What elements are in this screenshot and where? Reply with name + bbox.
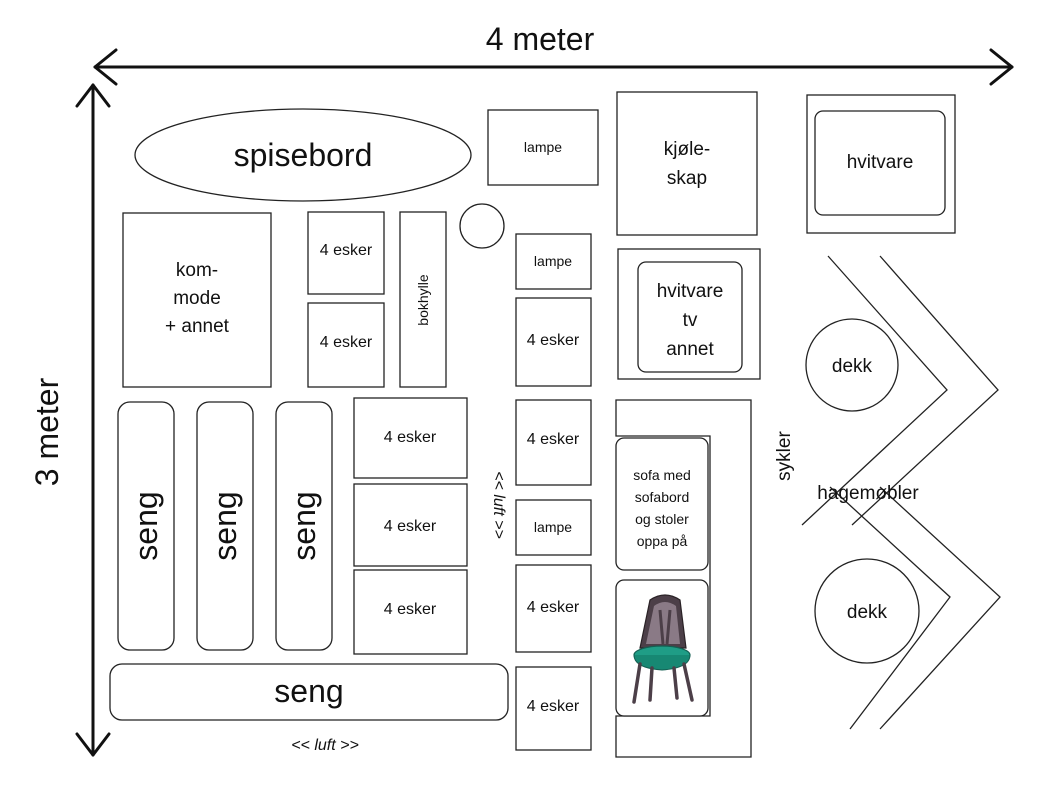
boxes-f-label: 4 esker — [384, 601, 437, 618]
appliance-mid-label-line1: hvitvare — [657, 281, 724, 302]
boxes-c — [515, 297, 592, 387]
boxes-d — [353, 397, 468, 479]
fridge-label-line2: skap — [667, 168, 707, 189]
appliance-mid-label-line3: annet — [666, 339, 714, 360]
air-gap-bottom: << luft >> — [291, 737, 359, 754]
appliance-top-inner — [814, 110, 946, 216]
bed-2-label: seng — [207, 491, 243, 560]
appliance-top-label: hvitvare — [847, 152, 914, 173]
appliance-mid-inner — [637, 261, 743, 373]
boxes-g — [515, 399, 592, 486]
dresser-label-line1: kom- — [176, 260, 218, 281]
boxes-i-label: 4 esker — [527, 698, 580, 715]
fridge — [616, 91, 758, 236]
boxes-f — [353, 569, 468, 655]
lamp-top — [487, 109, 599, 186]
round-table — [459, 203, 505, 249]
bed-1 — [117, 401, 175, 651]
sofa-label-line4: oppa på — [637, 533, 688, 549]
height-arrow — [75, 83, 111, 757]
chair-icon — [632, 594, 694, 704]
bike-chevron-upper-inner — [801, 255, 948, 526]
tires-top-label: dekk — [832, 356, 873, 377]
bed-bottom-label: seng — [274, 673, 343, 709]
bookshelf-label: bokhylle — [415, 274, 431, 326]
dresser-label-line2: mode — [173, 288, 221, 309]
width-label: 4 meter — [486, 21, 595, 57]
boxes-c-label: 4 esker — [527, 332, 580, 349]
sofa-label-line3: og stoler — [635, 511, 689, 527]
bike-chevron-upper-outer — [851, 255, 999, 526]
tires-top — [805, 318, 899, 412]
sofa-label-line2: sofabord — [635, 489, 689, 505]
lamp-low — [515, 499, 592, 556]
tires-bottom — [814, 558, 920, 664]
sofa-with-table — [615, 437, 709, 571]
lamp-top-label: lampe — [524, 139, 562, 155]
bike-chevron-lower-inner — [829, 486, 951, 730]
bed-2 — [196, 401, 254, 651]
boxes-e-label: 4 esker — [384, 518, 437, 535]
boxes-d-label: 4 esker — [384, 429, 437, 446]
bicycles-label: sykler — [774, 431, 795, 481]
lamp-low-label: lampe — [534, 519, 572, 535]
width-arrow — [93, 48, 1014, 86]
appliance-mid-label-line2: tv — [683, 310, 698, 331]
bed-3 — [275, 401, 333, 651]
sofa-outline — [615, 399, 752, 758]
boxes-b-label: 4 esker — [320, 334, 373, 351]
lamp-mid-label: lampe — [534, 253, 572, 269]
boxes-h-label: 4 esker — [527, 599, 580, 616]
dresser — [122, 212, 272, 388]
boxes-b — [307, 302, 385, 388]
fridge-label-line1: kjøle- — [664, 139, 710, 160]
boxes-a-label: 4 esker — [320, 242, 373, 259]
bed-3-label: seng — [286, 491, 322, 560]
height-label: 3 meter — [29, 377, 65, 486]
tires-bottom-label: dekk — [847, 602, 888, 623]
boxes-e — [353, 483, 468, 567]
dining-table — [134, 108, 472, 202]
boxes-i — [515, 666, 592, 751]
air-gap-vertical: << luft >> — [490, 471, 507, 539]
lamp-mid — [515, 233, 592, 290]
bookshelf — [399, 211, 447, 388]
bike-chevron-lower-outer — [879, 486, 1001, 730]
boxes-g-label: 4 esker — [527, 431, 580, 448]
boxes-h — [515, 564, 592, 653]
bed-1-label: seng — [128, 491, 164, 560]
dresser-label-line3: + annet — [165, 316, 230, 337]
garden-furniture-label: hagemøbler — [817, 483, 919, 504]
sofa-label-line1: sofa med — [633, 467, 691, 483]
dining-table-label: spisebord — [234, 137, 373, 173]
bed-bottom — [109, 663, 509, 721]
boxes-a — [307, 211, 385, 295]
